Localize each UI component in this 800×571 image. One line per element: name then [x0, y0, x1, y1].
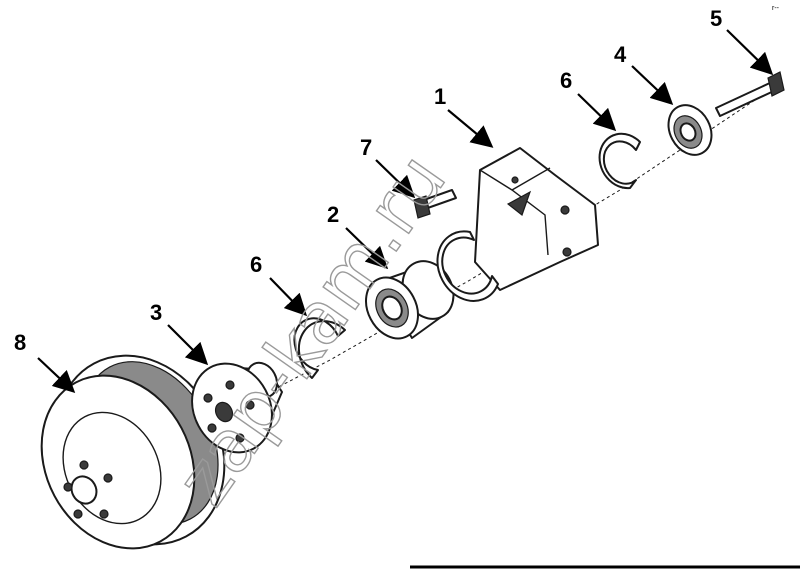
callout-arrow-1	[447, 109, 494, 148]
callout-arrow-2	[345, 227, 389, 270]
callout-label-1: 1	[434, 84, 446, 109]
corner-mark: r--	[772, 5, 780, 12]
hub-part-3	[191, 361, 283, 454]
callout-arrows	[37, 29, 774, 394]
callout-label-4: 4	[614, 42, 627, 67]
callout-arrow-7	[375, 159, 416, 199]
callout-label-3: 3	[150, 300, 162, 325]
callout-arrow-6b	[577, 93, 617, 132]
callout-arrow-6a	[269, 277, 308, 317]
callout-label-2: 2	[327, 202, 339, 227]
callout-label-6a: 6	[250, 252, 262, 277]
callout-label-8: 8	[14, 330, 26, 355]
washer-part-4	[667, 104, 713, 156]
callout-arrow-3	[167, 324, 209, 366]
callout-label-5: 5	[710, 6, 722, 31]
bolt-part-7	[413, 189, 457, 219]
bolt-part-5	[715, 71, 785, 117]
callout-arrow-8	[37, 357, 76, 394]
callout-label-6b: 6	[560, 68, 572, 93]
callout-label-7: 7	[360, 135, 372, 160]
snap-ring-part-6-left	[293, 317, 346, 379]
callout-arrow-5	[726, 29, 774, 76]
callout-arrow-4	[631, 65, 674, 106]
pulley-part-8	[40, 354, 226, 550]
housing-part-1	[436, 147, 599, 302]
snap-ring-part-6-right	[598, 132, 641, 190]
